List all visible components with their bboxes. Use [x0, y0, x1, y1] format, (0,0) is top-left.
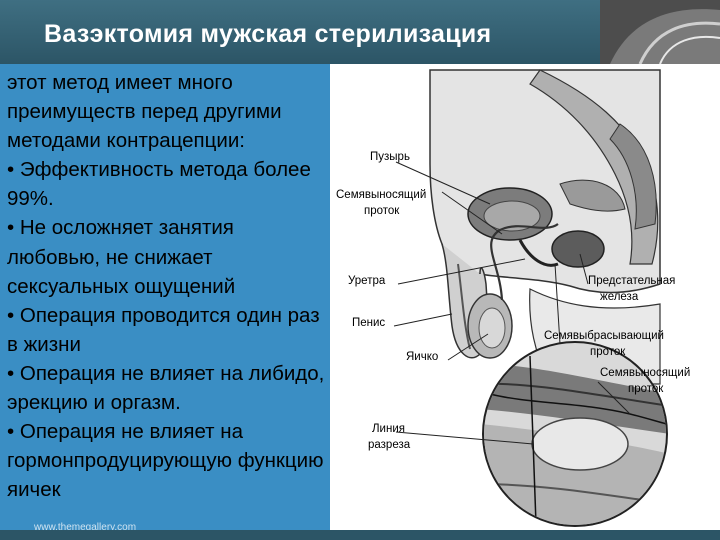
intro-text: этот метод имеет много преимуществ перед…: [7, 71, 282, 153]
leader-lines: [393, 161, 631, 445]
label-ejaculatory-duct-2: проток: [590, 346, 626, 358]
cut-line: [529, 355, 537, 525]
bullet-item: • Операция проводится один раз в жизни: [7, 303, 320, 356]
label-prostate: Предстательная: [588, 275, 675, 287]
vas-deferens-line: [490, 223, 559, 301]
bullet-item: • Не осложняет занятия любовью, не снижа…: [7, 216, 236, 298]
label-prostate-2: железа: [600, 291, 639, 303]
bullet-item: • Операция не влияет на гормонпродуцирую…: [7, 420, 324, 502]
text-content: этот метод имеет много преимуществ перед…: [7, 68, 325, 504]
anatomy-diagram: Пузырь Семявыносящий проток Уретра Предс…: [336, 69, 690, 527]
label-testicle: Яичко: [406, 351, 438, 363]
label-cut-line: Линия: [372, 423, 405, 435]
label-penis: Пенис: [352, 317, 385, 329]
bullet-item: • Эффективность метода более 99%.: [7, 158, 311, 211]
label-cut-line-2: разреза: [368, 439, 411, 451]
label-vas-deferens-b-2: проток: [628, 383, 664, 395]
footer-url: www.themegallery.com: [34, 522, 137, 533]
bottom-bar: [0, 530, 720, 540]
label-vas-deferens-b: Семявыносящий: [600, 367, 690, 379]
slide-title: Вазэктомия мужская стерилизация: [44, 20, 492, 48]
bullet-item: • Операция не влияет на либидо, эрекцию …: [7, 361, 325, 415]
magnified-view: [482, 341, 668, 527]
label-ejaculatory-duct: Семявыбрасывающий: [544, 330, 664, 342]
label-bladder: Пузырь: [370, 151, 410, 163]
label-urethra: Уретра: [348, 275, 386, 287]
prostate-shape: [551, 230, 605, 268]
slide-header: Вазэктомия мужская стерилизация: [0, 0, 720, 64]
header-decoration: [600, 0, 720, 64]
label-vas-deferens: Семявыносящий: [336, 189, 426, 201]
label-vas-deferens-2: проток: [364, 205, 400, 217]
text-panel: [0, 64, 330, 530]
